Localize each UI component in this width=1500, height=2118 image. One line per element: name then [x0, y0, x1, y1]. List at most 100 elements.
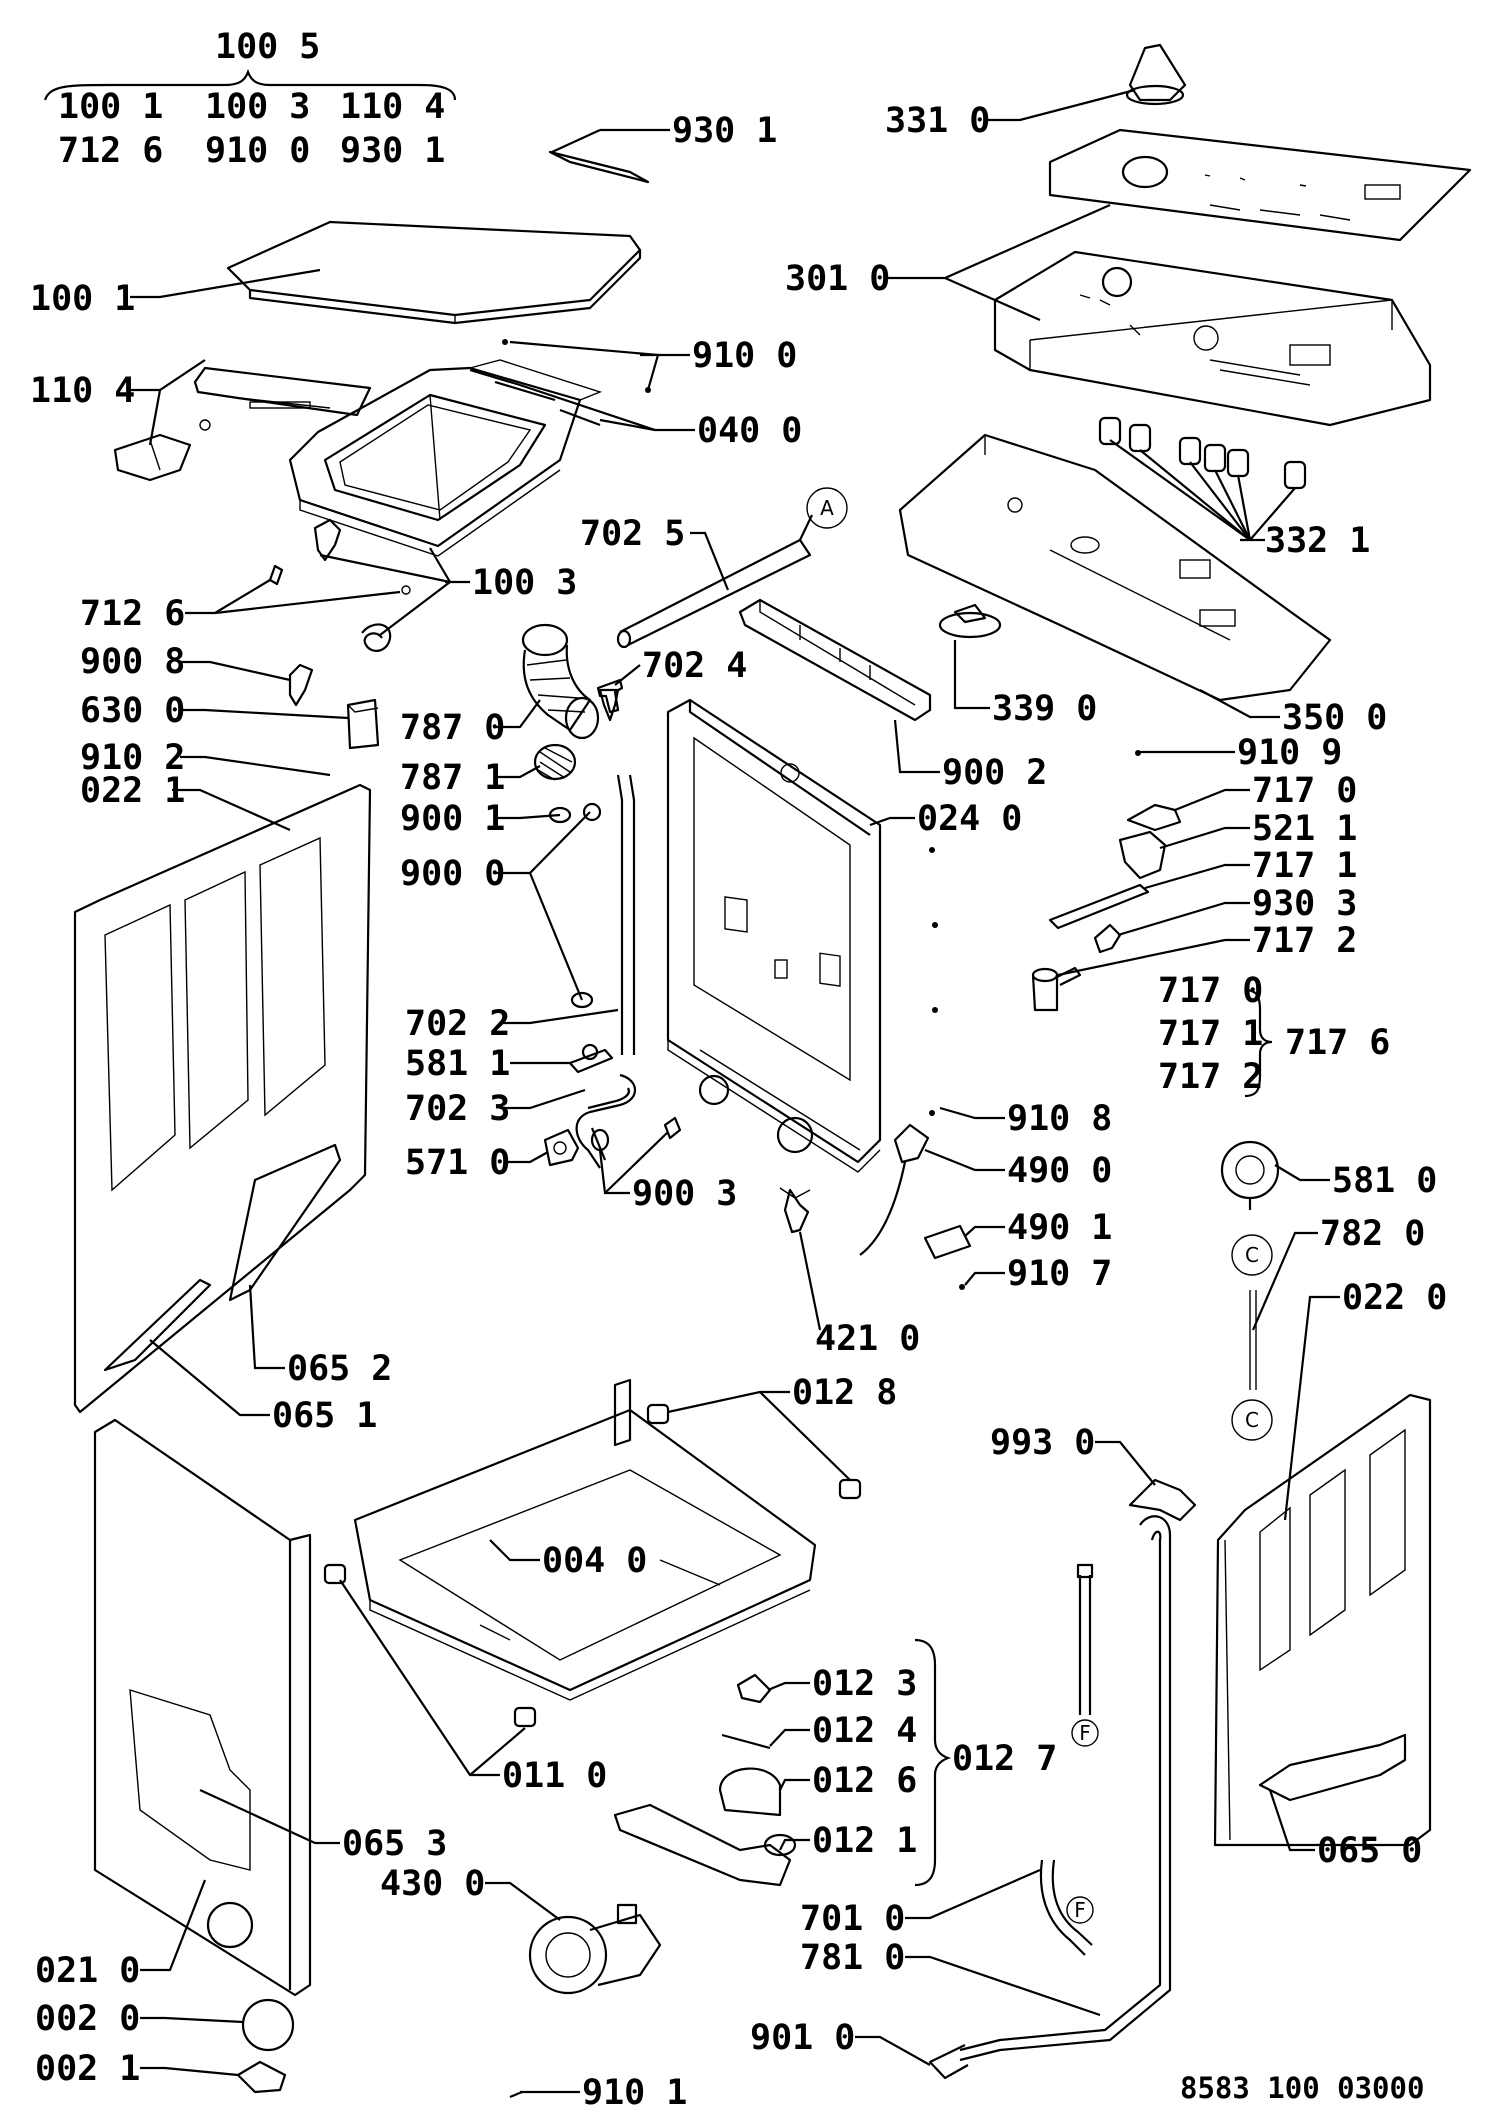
part-right-side-panel — [1213, 1393, 1432, 1847]
label-717-2-group: 717 2 — [1158, 1057, 1263, 1097]
svg-text:C: C — [1245, 1408, 1259, 1432]
label-930-3: 930 3 — [1252, 884, 1357, 924]
label-012-4: 012 4 — [812, 1711, 917, 1751]
label-004-0: 004 0 — [542, 1541, 647, 1581]
label-430-0: 430 0 — [380, 1864, 485, 1904]
label-702-3: 702 3 — [405, 1089, 510, 1129]
label-024-0: 024 0 — [917, 799, 1022, 839]
part-front-panel — [93, 1418, 312, 1997]
label-350-0: 350 0 — [1282, 698, 1387, 738]
part-012-1 — [613, 1803, 797, 1887]
label-331-0: 331 0 — [885, 101, 990, 141]
label-717-1: 717 1 — [1252, 846, 1357, 886]
part-top-frame — [288, 359, 603, 557]
marker-f-lower: F — [1066, 1896, 1094, 1924]
label-717-0-group: 717 0 — [1158, 971, 1263, 1011]
label-993-0: 993 0 — [990, 1423, 1095, 1463]
label-065-0: 065 0 — [1317, 1831, 1422, 1871]
label-100-3-header: 100 3 — [205, 87, 310, 127]
label-490-1: 490 1 — [1007, 1208, 1112, 1248]
part-581-0 — [1220, 1140, 1280, 1210]
label-581-1: 581 1 — [405, 1044, 510, 1084]
label-110-4: 110 4 — [30, 371, 135, 411]
part-panel-screws — [929, 847, 938, 1013]
label-900-0: 900 0 — [400, 854, 505, 894]
label-901-0: 901 0 — [750, 2018, 855, 2058]
part-012-6 — [718, 1767, 782, 1817]
label-712-6: 712 6 — [80, 594, 185, 634]
label-712-6-header: 712 6 — [58, 131, 163, 171]
label-040-0: 040 0 — [697, 411, 802, 451]
part-hose-702-3 — [575, 1073, 637, 1169]
part-hinges — [268, 518, 411, 652]
label-910-2: 910 2 — [80, 738, 185, 778]
part-left-side-panel — [73, 783, 372, 1414]
label-910-9: 910 9 — [1237, 733, 1342, 773]
part-421-0 — [779, 1187, 811, 1234]
label-717-2: 717 2 — [1252, 921, 1357, 961]
label-012-6: 012 6 — [812, 1761, 917, 1801]
label-065-1: 065 1 — [272, 1396, 377, 1436]
part-pressure-switch-581-1 — [568, 1043, 614, 1074]
label-702-2: 702 2 — [405, 1004, 510, 1044]
svg-text:F: F — [1074, 1898, 1086, 1922]
label-332-1: 332 1 — [1265, 521, 1370, 561]
leader-lines — [43, 68, 1340, 2094]
part-rod — [1076, 1563, 1094, 1715]
part-control-fascia — [993, 250, 1432, 427]
label-781-0: 781 0 — [800, 1938, 905, 1978]
part-filter-787-1 — [533, 743, 577, 781]
part-717-2 — [1031, 966, 1082, 1012]
part-012-3 — [736, 1673, 772, 1704]
label-301-0: 301 0 — [785, 259, 890, 299]
label-702-4: 702 4 — [642, 646, 747, 686]
part-feet — [323, 1403, 862, 1728]
part-702-4 — [596, 678, 624, 714]
label-900-2: 900 2 — [942, 753, 1047, 793]
label-521-1: 521 1 — [1252, 809, 1357, 849]
part-521-1 — [1118, 830, 1167, 880]
part-strip-930-1 — [548, 150, 650, 184]
label-011-0: 011 0 — [502, 1756, 607, 1796]
part-717-1 — [1048, 883, 1150, 930]
label-012-1: 012 1 — [812, 1821, 917, 1861]
part-top-lid — [226, 220, 642, 325]
label-717-6: 717 6 — [1285, 1023, 1390, 1063]
part-control-decal — [1048, 128, 1472, 242]
label-702-5: 702 5 — [580, 514, 685, 554]
part-lid-handle — [113, 366, 372, 482]
part-hose-701-0 — [1039, 1859, 1093, 1956]
part-339-0 — [938, 603, 1002, 639]
label-910-0: 910 0 — [692, 336, 797, 376]
part-hose-702-2 — [570, 774, 636, 1055]
label-339-0: 339 0 — [992, 689, 1097, 729]
label-910-7: 910 7 — [1007, 1254, 1112, 1294]
part-012-4 — [721, 1733, 771, 1750]
label-100-1-header: 100 1 — [58, 87, 163, 127]
label-002-1: 002 1 — [35, 2049, 140, 2089]
part-pipe-702-5 — [616, 538, 812, 649]
label-571-0: 571 0 — [405, 1143, 510, 1183]
label-910-8: 910 8 — [1007, 1099, 1112, 1139]
part-knob — [1125, 43, 1187, 106]
part-910-9 — [1135, 750, 1141, 756]
part-930-3 — [1093, 923, 1122, 954]
part-571-0 — [543, 1128, 580, 1167]
svg-text:F: F — [1079, 1721, 1091, 1745]
label-910-1: 910 1 — [582, 2073, 687, 2113]
label-490-0: 490 0 — [1007, 1151, 1112, 1191]
label-012-3: 012 3 — [812, 1664, 917, 1704]
label-910-0-header: 910 0 — [205, 131, 310, 171]
marker-f-upper: F — [1071, 1719, 1099, 1747]
part-base-frame — [353, 1378, 817, 1701]
label-002-0: 002 0 — [35, 1999, 140, 2039]
part-labels: 100 5 100 1 100 3 110 4 712 6 910 0 930 … — [30, 27, 1447, 2113]
label-717-1-group: 717 1 — [1158, 1014, 1263, 1054]
part-900-8 — [288, 663, 314, 707]
marker-a: A — [806, 487, 848, 529]
part-002-1 — [236, 2060, 287, 2094]
part-power-cord — [859, 1110, 972, 1290]
label-421-0: 421 0 — [815, 1319, 920, 1359]
part-drain-hose-781-0 — [928, 1478, 1197, 2080]
